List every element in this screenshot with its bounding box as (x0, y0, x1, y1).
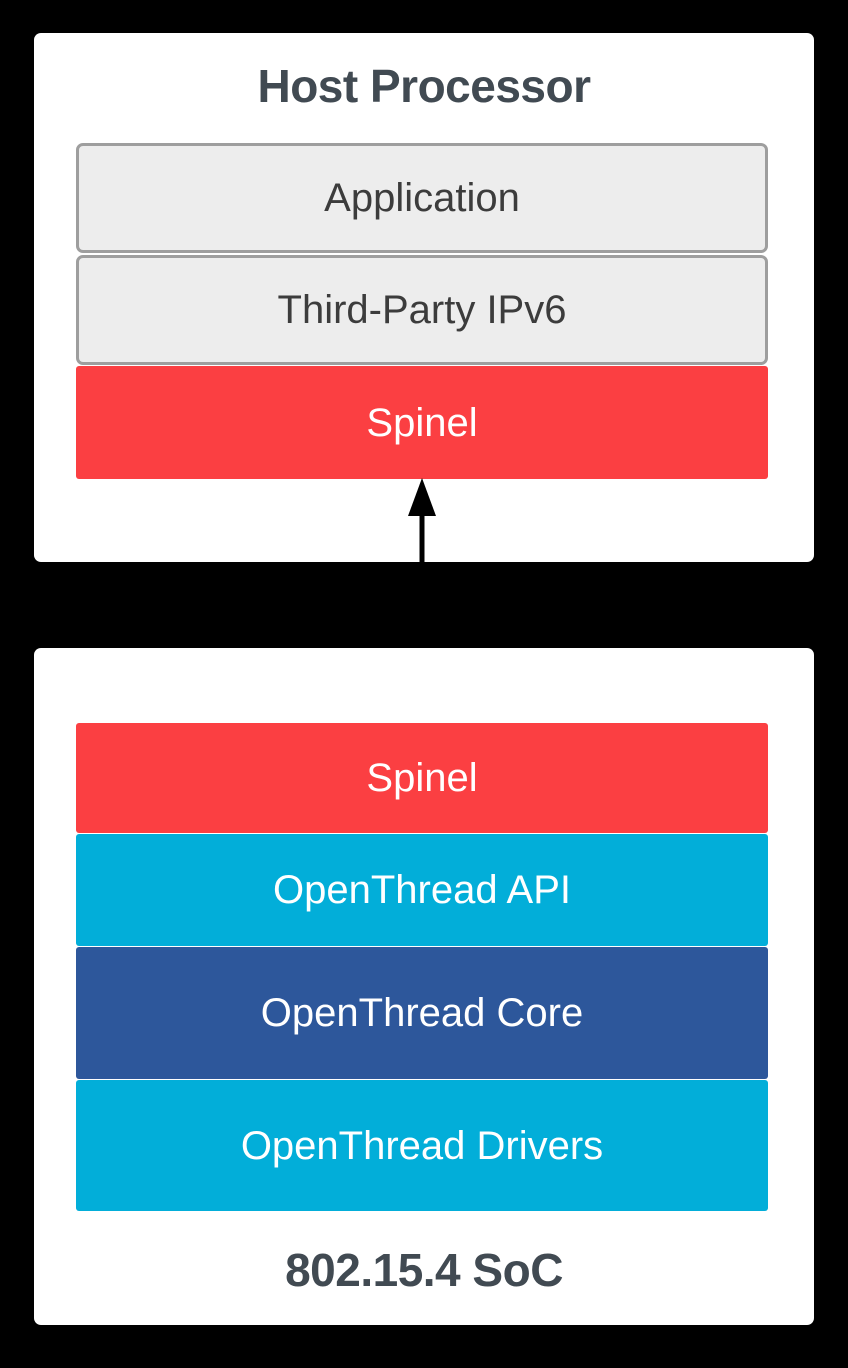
layer-label: Application (324, 176, 520, 220)
layer-label: OpenThread Drivers (240, 1123, 604, 1168)
panel-title-host-processor: Host Processor (257, 60, 591, 112)
layer-label: OpenThread API (273, 868, 571, 912)
layer-third-party-ipv6: Third-Party IPv6 (76, 255, 768, 365)
layer-label: Third-Party IPv6 (277, 288, 567, 332)
panel-title-soc: 802.15.4 SoC (285, 1244, 563, 1296)
layer-application: Application (76, 143, 768, 253)
layer-label: Spinel (366, 400, 478, 445)
layer-label: Spinel (366, 756, 478, 800)
layer-openthread-api: OpenThread API (76, 834, 768, 946)
layer-openthread-drivers: OpenThread Drivers (76, 1080, 768, 1211)
layer-openthread-core: OpenThread Core (76, 947, 768, 1079)
panel-soc: Spinel OpenThread API OpenThread Core Op… (34, 648, 814, 1325)
layer-label: OpenThread Core (260, 991, 584, 1035)
layer-spinel-soc: Spinel (76, 723, 768, 833)
layer-spinel-host: Spinel (76, 366, 768, 479)
panel-host-processor: Host Processor Application Third-Party I… (34, 33, 814, 562)
